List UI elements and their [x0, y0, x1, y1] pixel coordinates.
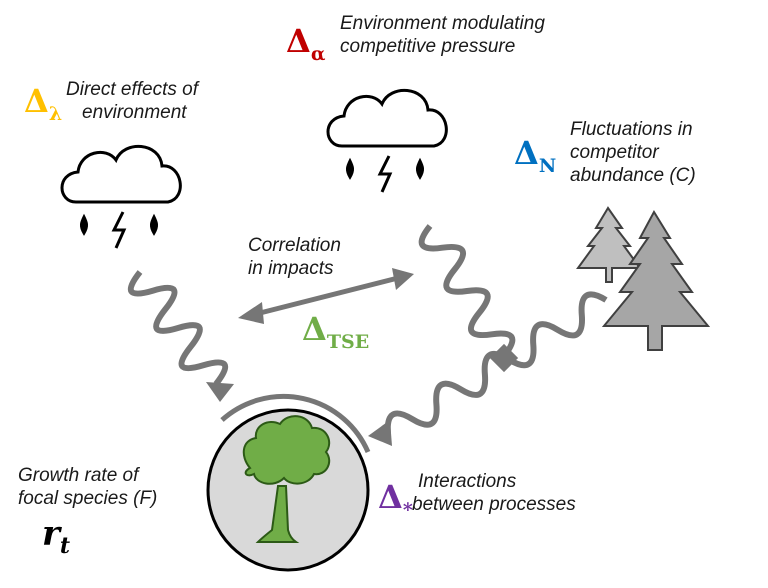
- competitor-abundance-label: Fluctuations in competitor abundance (C): [570, 119, 696, 186]
- delta-star-symbol: Δ*: [378, 478, 413, 521]
- delta-lambda-symbol: Δλ: [24, 82, 63, 125]
- arrow-direct-effects: [127, 270, 229, 386]
- cloud-rain-lightning-icon: [60, 144, 182, 250]
- competitive-pressure-label: Environment modulating competitive press…: [340, 13, 545, 57]
- growth-rate-symbol: rt: [42, 514, 71, 559]
- delta-alpha-symbol: Δα: [286, 22, 326, 65]
- delta-tse-symbol: ΔTSE: [302, 310, 370, 353]
- arrow-competitive-pressure: [418, 224, 516, 358]
- conifer-trees-icon: [576, 206, 711, 351]
- arrow-head: [238, 302, 264, 324]
- broadleaf-tree-icon: [242, 415, 331, 543]
- direct-effects-label: Direct effects of environment: [66, 79, 198, 123]
- focal-arc: [220, 393, 371, 453]
- correlation-label: Correlation in impacts: [248, 235, 341, 279]
- arrow-head: [392, 268, 414, 290]
- arrow-head: [206, 382, 234, 402]
- correlation-arrow: [255, 275, 399, 317]
- growth-rate-label: Growth rate of focal species (F): [18, 465, 158, 509]
- arrow-head: [368, 420, 392, 446]
- interactions-label: Interactions between processes: [412, 471, 576, 515]
- delta-n-symbol: ΔN: [514, 134, 557, 177]
- interaction-node: [489, 343, 519, 373]
- arrow-competitor-abundance: [384, 291, 608, 435]
- cloud-rain-lightning-icon: [326, 88, 448, 194]
